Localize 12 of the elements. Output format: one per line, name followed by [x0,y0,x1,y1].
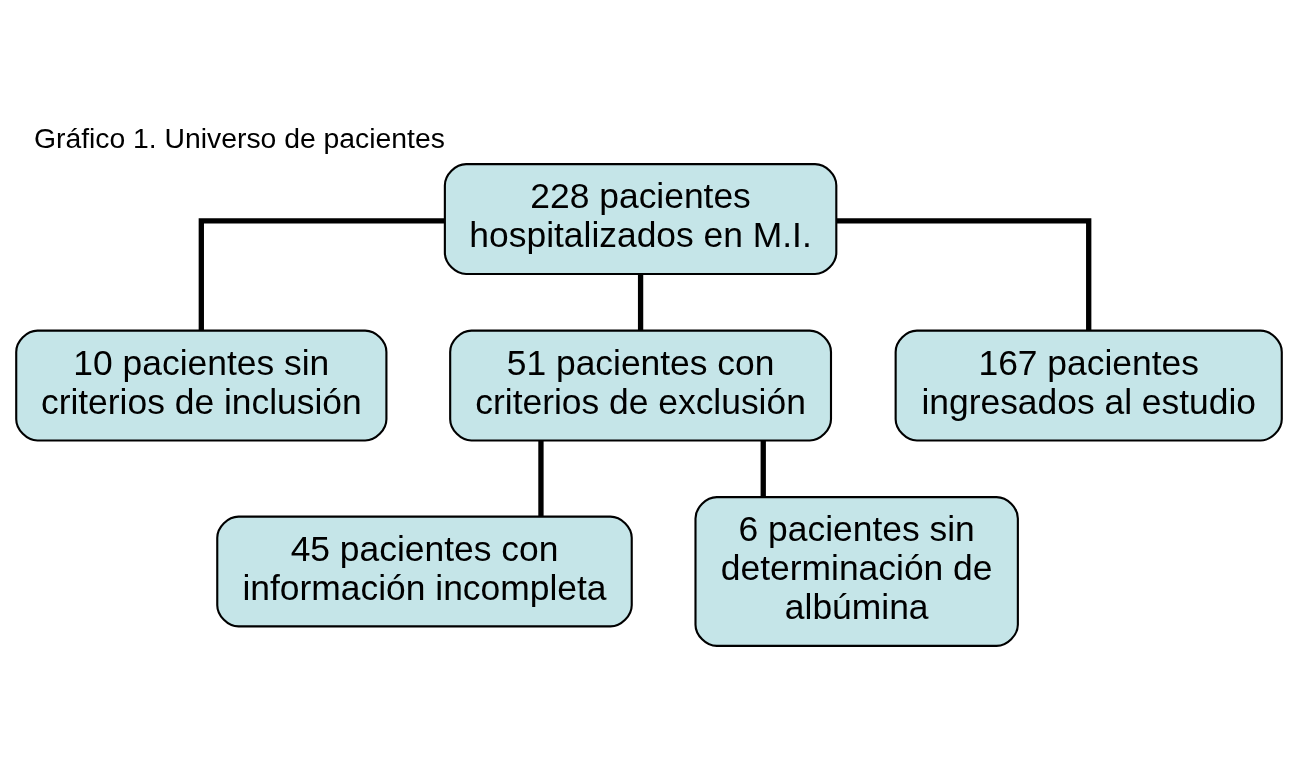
node-box: 10 pacientes sin criterios de inclusión [15,329,388,441]
node-box: 6 pacientes sin determinación de albúmina [694,495,1019,647]
node-box: 228 pacientes hospitalizados en M.I. [443,162,838,275]
connector [637,273,644,331]
node-box: 51 pacientes con criterios de exclusión [449,329,833,441]
connector [836,217,1092,330]
connector [538,440,544,516]
connector [198,217,445,330]
diagram-title: Gráfico 1. Universo de pacientes [33,121,445,154]
node-box: 167 pacientes ingresados al estudio [894,329,1283,441]
node-box: 45 pacientes con información incompleta [216,515,633,627]
connector [760,440,766,497]
